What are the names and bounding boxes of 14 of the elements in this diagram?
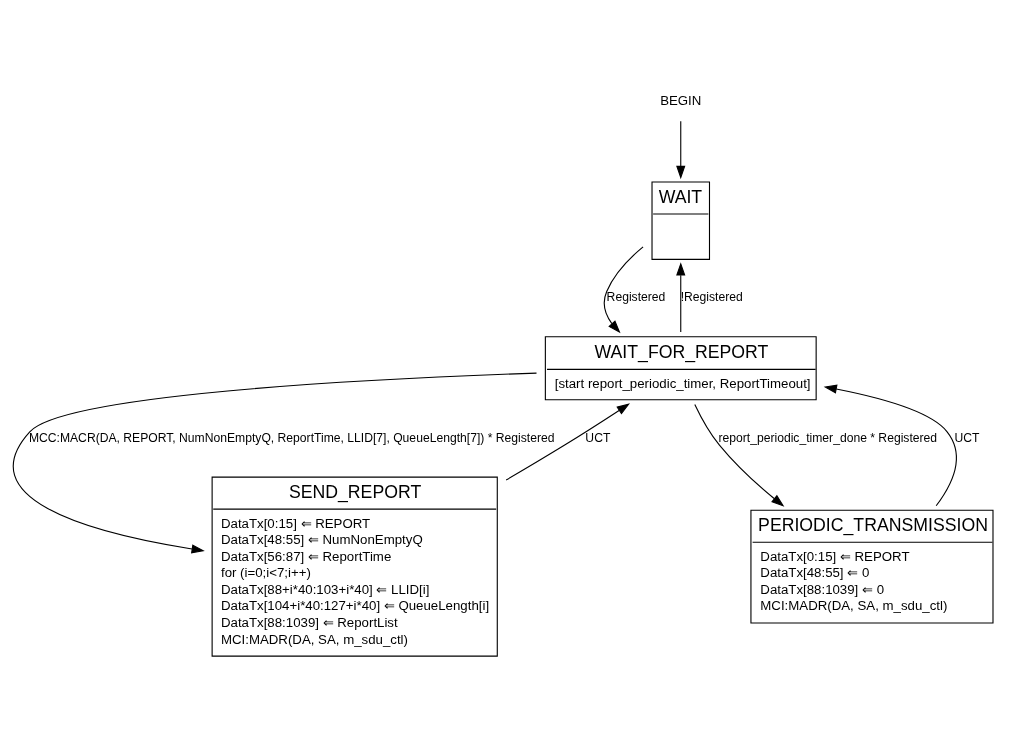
arrow: [505, 403, 630, 481]
arrow: [823, 384, 957, 507]
arrow: [603, 246, 644, 334]
arrow: [12, 372, 538, 554]
edge-label: UCT: [954, 430, 980, 445]
edge-label: UCT: [585, 430, 611, 445]
edge-label: Registered: [606, 290, 666, 305]
arrow: [676, 120, 686, 180]
edge-label: !Registered: [680, 290, 743, 305]
arrow: [676, 262, 686, 333]
edge-label: MCC:MACR(DA, REPORT, NumNonEmptyQ, ReportTime, LLID[7], QueueLength[7]) * Registered: [28, 430, 555, 445]
edge-label: report_periodic_timer_done * Registered: [718, 430, 938, 445]
arrow: [694, 403, 785, 507]
node-text: BEGIN: [660, 92, 702, 108]
